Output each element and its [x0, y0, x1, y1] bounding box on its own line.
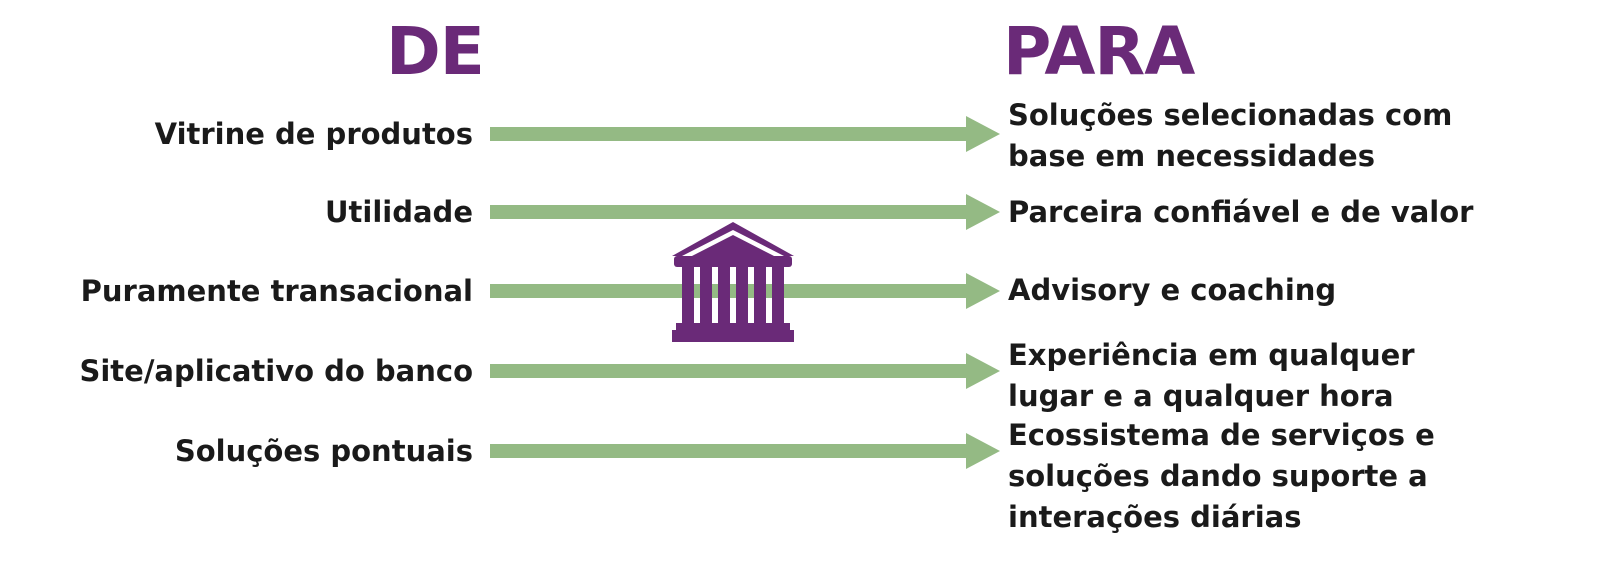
to-label: Ecossistema de serviços e soluções dando…	[1008, 418, 1435, 534]
to-heading: PARA	[1003, 13, 1195, 90]
to-label: Parceira confiável e de valor	[1008, 195, 1474, 229]
from-label: Utilidade	[325, 195, 473, 229]
arrow-right-icon	[490, 116, 1000, 152]
transition-row-2: Utilidade Parceira confiável e de valor	[0, 194, 1600, 230]
from-heading: DE	[386, 13, 485, 90]
transition-row-3: Puramente transacional Advisory e coachi…	[0, 273, 1600, 309]
transition-row-5: Soluções pontuais Ecossistema de serviço…	[0, 418, 1600, 534]
to-label: Soluções selecionadas com base em necess…	[1008, 98, 1453, 173]
bank-building-icon	[672, 222, 794, 342]
from-label: Soluções pontuais	[174, 434, 473, 468]
to-label: Experiência em qualquer lugar e a qualqu…	[1008, 338, 1415, 413]
from-label: Site/aplicativo do banco	[79, 354, 473, 388]
from-label: Puramente transacional	[80, 274, 473, 308]
to-label: Advisory e coaching	[1008, 273, 1337, 307]
from-label: Vitrine de produtos	[154, 117, 473, 151]
arrow-right-icon	[490, 433, 1000, 469]
arrow-right-icon	[490, 353, 1000, 389]
transition-row-1: Vitrine de produtos Soluções selecionada…	[0, 98, 1600, 173]
arrow-right-icon	[490, 194, 1000, 230]
transition-row-4: Site/aplicativo do banco Experiência em …	[0, 338, 1600, 413]
